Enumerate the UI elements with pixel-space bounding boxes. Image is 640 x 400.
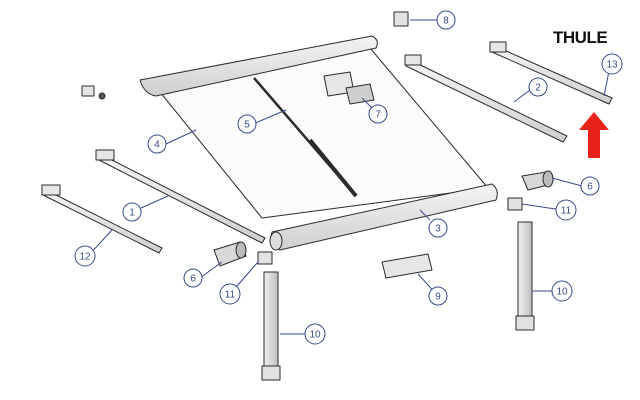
- top-profile: [139, 35, 378, 97]
- callout-text-13: 13: [606, 60, 618, 71]
- callout-text-6b: 6: [587, 182, 593, 193]
- callout-6a: [183, 268, 203, 288]
- leg-left: [263, 271, 279, 381]
- bracket-right: [507, 197, 523, 211]
- callout-text-1: 1: [129, 208, 135, 219]
- callout-9: [428, 286, 448, 306]
- callout-10b: [551, 280, 573, 302]
- callout-6b: [580, 176, 600, 196]
- callout-text-9: 9: [435, 292, 441, 303]
- callout-text-6a: 6: [190, 274, 196, 285]
- callout-text-8: 8: [443, 16, 449, 27]
- callout-text-10a: 10: [309, 330, 321, 341]
- leg-right: [517, 221, 533, 331]
- callout-11a: [219, 283, 241, 305]
- callout-text-11b: 11: [561, 206, 572, 217]
- callout-8: [436, 10, 456, 30]
- arm-12: [42, 189, 163, 254]
- callout-4: [147, 134, 167, 154]
- arm-13: [491, 45, 613, 105]
- callout-text-4: 4: [154, 140, 160, 151]
- thule-logo: THULE: [553, 28, 608, 47]
- callout-2: [528, 77, 548, 97]
- callout-1: [122, 202, 142, 222]
- callout-7: [368, 104, 388, 124]
- callout-text-12: 12: [79, 252, 91, 263]
- callout-13: [601, 53, 623, 75]
- callout-markers: [74, 10, 623, 345]
- callout-text-2: 2: [535, 83, 541, 94]
- callout-10a: [304, 323, 326, 345]
- callout-5: [237, 114, 257, 134]
- red-arrow-indicator: [579, 112, 609, 158]
- clip: [393, 11, 409, 27]
- callout-text-3: 3: [435, 224, 441, 235]
- rail-mount: [381, 253, 433, 279]
- callout-11b: [555, 199, 577, 221]
- callout-text-5: 5: [244, 120, 250, 131]
- callout-12: [74, 245, 96, 267]
- screw: [81, 85, 95, 97]
- callout-text-7: 7: [375, 110, 381, 121]
- callout-3: [428, 218, 448, 238]
- callout-text-11a: 11: [225, 290, 236, 301]
- callout-text-10b: 10: [556, 287, 568, 298]
- bracket-left: [257, 251, 273, 265]
